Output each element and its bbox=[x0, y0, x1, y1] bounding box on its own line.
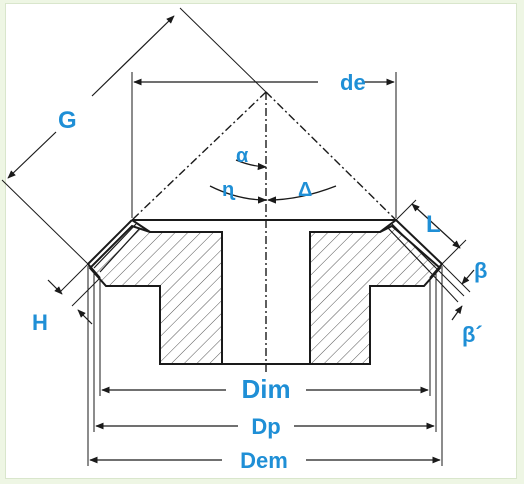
de-dimension bbox=[131, 72, 397, 218]
g-dimension bbox=[1, 7, 269, 265]
label-dim: Dim bbox=[241, 374, 290, 404]
label-delta: Δ bbox=[298, 179, 312, 201]
label-beta-prime: β´ bbox=[462, 322, 483, 347]
l-dimension bbox=[395, 199, 467, 265]
label-dp: Dp bbox=[251, 414, 280, 439]
label-dem: Dem bbox=[240, 448, 288, 473]
label-de: de bbox=[340, 70, 366, 95]
label-alpha: α bbox=[236, 145, 249, 167]
label-l: L bbox=[426, 211, 441, 238]
label-eta: ɳ bbox=[222, 179, 236, 201]
label-h: H bbox=[32, 310, 48, 335]
gear-body-left bbox=[88, 224, 223, 365]
label-g: G bbox=[58, 107, 77, 134]
bottom-extension-lines bbox=[87, 266, 443, 466]
tooth-left bbox=[87, 219, 141, 279]
h-dimension bbox=[47, 263, 101, 325]
label-beta: β bbox=[474, 258, 487, 283]
beta-dimension bbox=[429, 263, 475, 321]
angle-arcs bbox=[209, 159, 337, 204]
gear-body-right bbox=[309, 224, 442, 365]
pitch-cone-lines bbox=[131, 91, 397, 372]
